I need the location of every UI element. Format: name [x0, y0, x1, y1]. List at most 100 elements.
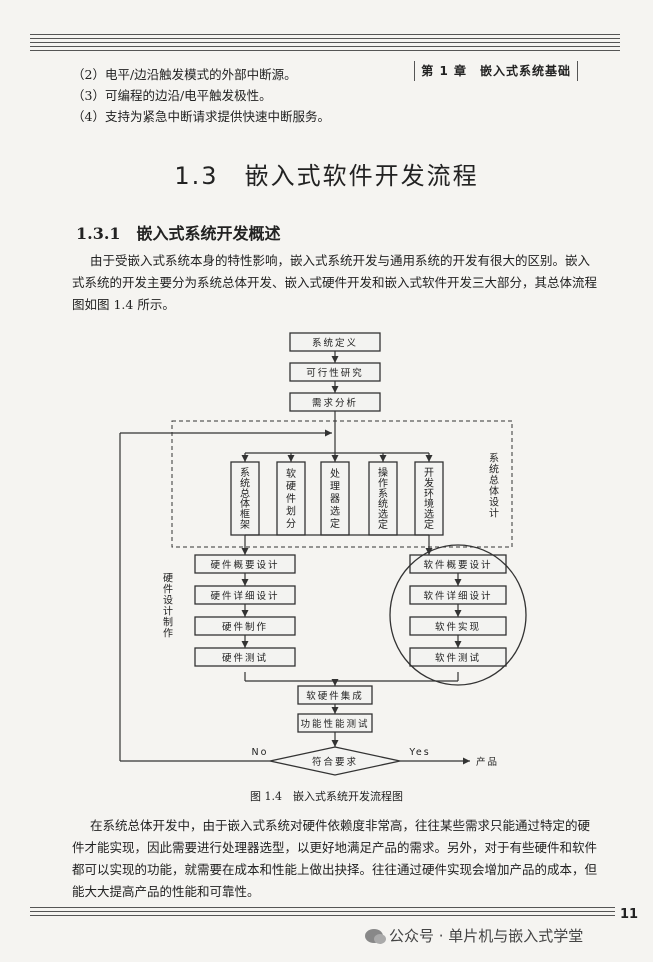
svg-text:划: 划	[286, 504, 296, 517]
svg-text:作: 作	[378, 478, 388, 490]
svg-text:硬: 硬	[163, 573, 173, 585]
svg-text:硬: 硬	[286, 481, 296, 493]
software-step: 软件概要设计	[409, 554, 507, 574]
intro-line-1: 由于受嵌入式系统本身的特性影响，嵌入式系统开发与通用系统的开发有很大的区别。嵌入	[90, 253, 591, 268]
svg-text:件: 件	[163, 584, 173, 596]
closing-line-1: 在系统总体开发中，由于嵌入式系统对硬件依赖度非常高，往往某些需求只能通过特定的硬	[90, 818, 591, 833]
footer-rule	[30, 905, 615, 921]
svg-text:系统定义: 系统定义	[312, 337, 358, 349]
svg-text:开: 开	[424, 468, 434, 479]
closing-line-4: 能大大提高产品的性能和可靠性。	[72, 884, 260, 899]
hardware-step: 硬件制作	[194, 616, 296, 636]
svg-text:定: 定	[378, 518, 388, 531]
svg-text:系: 系	[489, 453, 499, 465]
software-step: 软件测试	[409, 647, 507, 667]
svg-text:框: 框	[240, 508, 250, 521]
svg-text:操: 操	[378, 466, 388, 479]
hardware-step: 硬件测试	[194, 647, 296, 667]
svg-text:分: 分	[286, 518, 296, 530]
svg-text:系: 系	[240, 467, 250, 479]
page-number: 11	[620, 907, 639, 922]
svg-text:可行性研究: 可行性研究	[306, 367, 364, 379]
svg-text:选: 选	[330, 504, 340, 517]
hardware-step: 硬件概要设计	[194, 554, 296, 574]
svg-text:硬件制作: 硬件制作	[222, 621, 268, 633]
product-label: 产品	[476, 756, 499, 768]
svg-text:制: 制	[163, 616, 173, 629]
svg-text:理: 理	[330, 481, 340, 493]
closing-line-2: 件才能实现，因此需要进行处理器选型，以更好地满足产品的需求。另外，对于有些硬件和…	[72, 840, 598, 855]
svg-text:总: 总	[489, 474, 499, 487]
svg-text:软硬件集成: 软硬件集成	[306, 690, 364, 702]
svg-text:体: 体	[489, 486, 499, 498]
decision-meets-requirements: 符合要求	[269, 746, 401, 776]
svg-text:作: 作	[163, 628, 173, 640]
step-integration: 软硬件集成	[297, 685, 373, 705]
svg-text:计: 计	[489, 507, 499, 520]
svg-text:计: 计	[163, 605, 173, 618]
header-rule: 第 1 章 嵌入式系统基础	[30, 30, 620, 81]
svg-text:设: 设	[489, 497, 499, 509]
step-system-definition: 系统定义	[289, 332, 381, 352]
svg-text:功能性能测试: 功能性能测试	[300, 718, 369, 730]
yes-label: Yes	[408, 747, 430, 758]
hardware-step: 硬件详细设计	[194, 585, 296, 605]
svg-text:定: 定	[424, 518, 434, 531]
svg-text:软件概要设计: 软件概要设计	[423, 559, 492, 571]
svg-text:选: 选	[424, 508, 434, 521]
svg-text:软件详细设计: 软件详细设计	[423, 590, 492, 602]
intro-line-3: 图如图 1.4 所示。	[72, 297, 175, 312]
section-title: 1.3 嵌入式软件开发流程	[174, 162, 479, 190]
list-item: （2）电平/边沿触发模式的外部中断源。	[72, 67, 297, 82]
svg-text:总: 总	[240, 487, 250, 500]
list-item: （4）支持为紧急中断请求提供快速中断服务。	[72, 109, 330, 124]
step-requirements: 需求分析	[289, 392, 381, 412]
svg-text:软件测试: 软件测试	[435, 652, 481, 664]
svg-text:统: 统	[378, 497, 388, 510]
svg-text:体: 体	[240, 498, 250, 510]
svg-text:境: 境	[424, 497, 434, 510]
svg-text:系: 系	[378, 488, 388, 500]
step-feasibility: 可行性研究	[289, 362, 381, 382]
step-performance-test: 功能性能测试	[297, 713, 373, 733]
svg-text:选: 选	[378, 508, 388, 521]
svg-text:定: 定	[330, 517, 340, 530]
chapter-header: 第 1 章 嵌入式系统基础	[414, 61, 578, 81]
svg-text:硬件测试: 硬件测试	[222, 652, 268, 664]
svg-text:符合要求: 符合要求	[312, 756, 358, 768]
svg-text:发: 发	[424, 477, 434, 490]
svg-text:架: 架	[240, 519, 250, 531]
system-design-group	[171, 420, 513, 548]
svg-text:处: 处	[330, 468, 340, 480]
svg-text:统: 统	[240, 477, 250, 490]
svg-text:软: 软	[286, 467, 296, 480]
svg-text:软件实现: 软件实现	[435, 621, 481, 633]
intro-line-2: 式系统的开发主要分为系统总体开发、嵌入式硬件开发和嵌入式软件开发三大部分，其总体…	[72, 275, 598, 290]
software-highlight-ellipse	[389, 544, 527, 686]
svg-text:环: 环	[424, 489, 434, 500]
software-step: 软件详细设计	[409, 585, 507, 605]
no-label: No	[252, 747, 269, 758]
svg-text:硬件详细设计: 硬件详细设计	[210, 590, 279, 602]
wechat-icon	[365, 928, 386, 944]
list-item: （3）可编程的边沿/电平触发极性。	[72, 88, 272, 103]
figure-caption: 图 1.4 嵌入式系统开发流程图	[250, 790, 403, 803]
software-step: 软件实现	[409, 616, 507, 636]
svg-text:设: 设	[163, 595, 173, 607]
closing-line-3: 都可以实现的功能，就需要在成本和性能上做出抉择。往往通过硬件实现会增加产品的成本…	[72, 862, 598, 877]
svg-text:器: 器	[330, 493, 340, 505]
flowchart: 系统定义 可行性研究 需求分析 系统总体框架软硬件划分处理器选定操作系统选定开发…	[119, 332, 527, 776]
svg-text:硬件概要设计: 硬件概要设计	[210, 559, 279, 571]
watermark: 公众号 · 单片机与嵌入式学堂	[365, 925, 583, 946]
svg-text:需求分析: 需求分析	[312, 397, 358, 409]
watermark-text: 公众号 · 单片机与嵌入式学堂	[389, 927, 584, 945]
svg-text:统: 统	[489, 463, 499, 476]
svg-text:件: 件	[286, 493, 296, 505]
